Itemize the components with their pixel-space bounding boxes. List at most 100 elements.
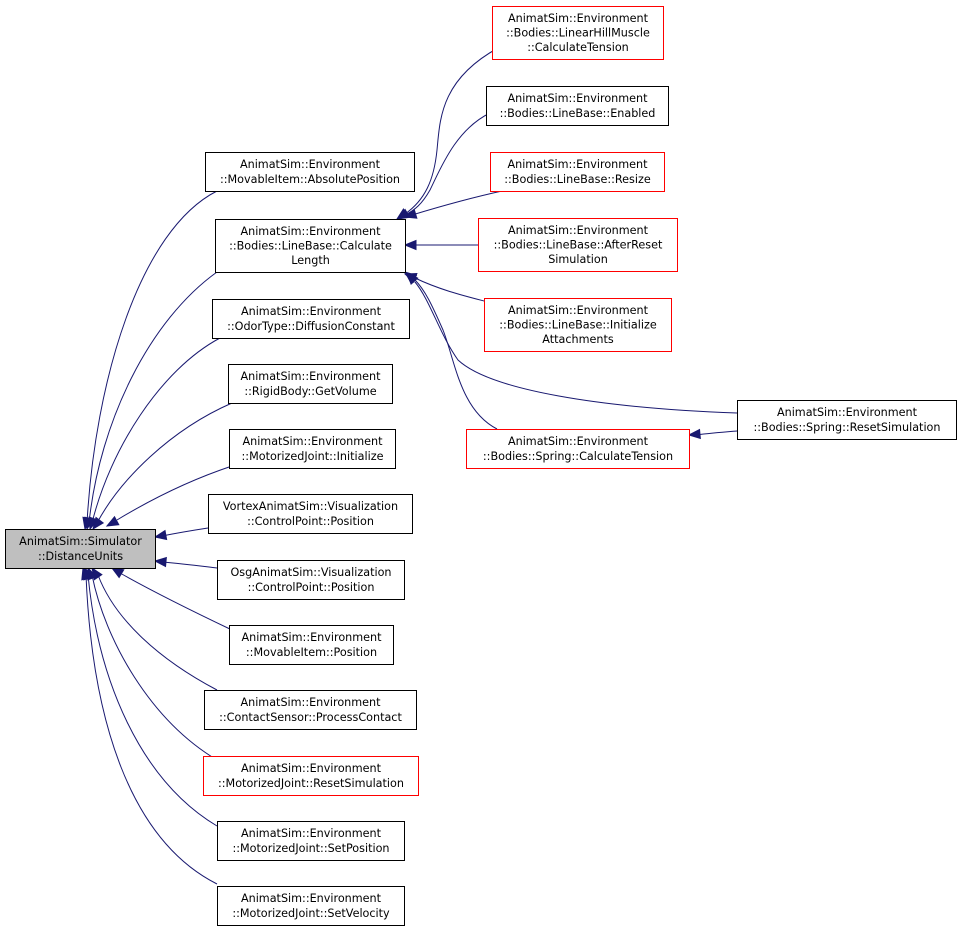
node-label-line: ::ContactSensor::ProcessContact <box>219 711 402 724</box>
edge-line <box>87 574 218 827</box>
node-label-line: ::DistanceUnits <box>38 550 123 563</box>
caller-node-spring-tension[interactable]: AnimatSim::Environment::Bodies::Spring::… <box>466 429 690 469</box>
node-label-line: ::Bodies::LineBase::AfterReset <box>494 239 663 252</box>
arrowhead <box>105 515 120 527</box>
node-box <box>486 86 669 126</box>
arrowhead <box>406 272 419 286</box>
edge-n_mj_reset-to-root <box>87 566 218 761</box>
caller-node-spring-reset[interactable]: AnimatSim::Environment::Bodies::Spring::… <box>737 400 957 440</box>
node-label-line: AnimatSim::Environment <box>508 224 649 237</box>
arrowhead <box>153 529 168 541</box>
edge-line <box>116 465 233 521</box>
caller-node-contact[interactable]: AnimatSim::Environment::ContactSensor::P… <box>204 690 417 730</box>
arrowhead <box>110 567 125 579</box>
node-label-line: ::Bodies::Spring::ResetSimulation <box>753 421 940 434</box>
edge-line <box>161 527 209 537</box>
node-box <box>212 299 410 339</box>
caller-node-mj-init[interactable]: AnimatSim::Environment::MotorizedJoint::… <box>229 429 396 469</box>
node-box <box>215 219 406 273</box>
node-label-line: AnimatSim::Environment <box>240 696 381 709</box>
node-box <box>203 756 419 796</box>
edge-line <box>411 190 503 216</box>
node-label-line: ::MotorizedJoint::SetVelocity <box>232 907 390 920</box>
node-label-line: ::Bodies::LineBase::Resize <box>504 173 651 186</box>
node-label-line: ::ControlPoint::Position <box>248 581 375 594</box>
node-label-line: ::MotorizedJoint::Initialize <box>242 450 384 463</box>
edge-n_mj_setvel-to-root <box>81 566 218 885</box>
arrowhead <box>92 516 105 531</box>
caller-node-lb-afterreset[interactable]: AnimatSim::Environment::Bodies::LineBase… <box>478 218 678 272</box>
node-label-line: AnimatSim::Environment <box>241 827 382 840</box>
edge-line <box>414 281 738 414</box>
arrowhead <box>403 208 418 219</box>
node-label-line: ::Bodies::LinearHillMuscle <box>506 27 650 40</box>
edge-n_spring_reset-to-n_spring_tension <box>687 428 738 440</box>
node-label-line: AnimatSim::Environment <box>240 370 381 383</box>
caller-node-lb-enabled[interactable]: AnimatSim::Environment::Bodies::LineBase… <box>486 86 669 126</box>
node-box <box>217 560 405 600</box>
node-label-line: Length <box>291 254 330 267</box>
node-label-line: ::Bodies::LineBase::Enabled <box>500 107 656 120</box>
edge-line <box>414 279 498 430</box>
caller-node-mi-pos[interactable]: AnimatSim::Environment::MovableItem::Pos… <box>229 625 394 665</box>
edge-n_mj_setpos-to-root <box>83 566 218 827</box>
caller-node-vortex-cp[interactable]: VortexAnimatSim::Visualization::ControlP… <box>208 494 413 534</box>
edge-n_getvolume-to-root <box>92 402 233 531</box>
edge-line <box>88 271 218 524</box>
node-box <box>737 400 957 440</box>
node-box <box>228 364 393 404</box>
current-function-node: AnimatSim::Simulator::DistanceUnits <box>5 529 156 569</box>
node-label-line: AnimatSim::Environment <box>241 762 382 775</box>
edge-line <box>119 572 233 631</box>
node-label-line: AnimatSim::Environment <box>241 305 382 318</box>
node-label-line: AnimatSim::Environment <box>507 92 648 105</box>
edge-n_spring_reset-to-n_calc_len <box>406 272 738 414</box>
caller-node-lhm-tension[interactable]: AnimatSim::Environment::Bodies::LinearHi… <box>492 6 664 60</box>
node-label-line: AnimatSim::Environment <box>241 631 382 644</box>
caller-node-mj-setpos[interactable]: AnimatSim::Environment::MotorizedJoint::… <box>217 821 405 861</box>
edge-n_vortex_cp-to-root <box>153 527 209 541</box>
node-box <box>490 152 665 192</box>
caller-node-mj-reset[interactable]: AnimatSim::Environment::MotorizedJoint::… <box>203 756 419 796</box>
edge-n_osg_cp-to-root <box>153 556 218 569</box>
node-box <box>208 494 413 534</box>
caller-node-lb-resize[interactable]: AnimatSim::Environment::Bodies::LineBase… <box>490 152 665 192</box>
edges-layer <box>81 47 738 885</box>
node-label-line: ::MovableItem::AbsolutePosition <box>220 173 400 186</box>
node-label-line: ::MovableItem::Position <box>246 646 377 659</box>
node-box <box>204 690 417 730</box>
node-box <box>229 625 394 665</box>
node-label-line: AnimatSim::Environment <box>777 406 918 419</box>
edge-line <box>97 574 218 691</box>
caller-node-getvolume[interactable]: AnimatSim::Environment::RigidBody::GetVo… <box>228 364 393 404</box>
edge-line <box>85 574 218 885</box>
caller-node-lb-initattach[interactable]: AnimatSim::Environment::Bodies::LineBase… <box>484 298 672 352</box>
node-box <box>205 152 415 192</box>
node-label-line: VortexAnimatSim::Visualization <box>223 500 398 513</box>
caller-node-mj-setvel[interactable]: AnimatSim::Environment::MotorizedJoint::… <box>217 886 405 926</box>
node-label-line: AnimatSim::Environment <box>241 892 382 905</box>
caller-node-diffusion[interactable]: AnimatSim::Environment::OdorType::Diffus… <box>212 299 410 339</box>
edge-n_lb_resize-to-n_calc_len <box>403 190 503 219</box>
node-label-line: AnimatSim::Simulator <box>19 535 142 548</box>
node-box <box>492 6 664 60</box>
caller-node-calc-len[interactable]: AnimatSim::Environment::Bodies::LineBase… <box>215 219 406 273</box>
node-label-line: ::ControlPoint::Position <box>247 515 374 528</box>
caller-node-osg-cp[interactable]: OsgAnimatSim::Visualization::ControlPoin… <box>217 560 405 600</box>
edge-n_abs_pos-to-root <box>82 190 218 531</box>
node-label-line: AnimatSim::Environment <box>240 225 381 238</box>
node-label-line: AnimatSim::Environment <box>507 158 648 171</box>
node-label-line: ::CalculateTension <box>527 41 629 54</box>
node-label-line: Attachments <box>542 333 614 346</box>
edge-line <box>414 277 489 303</box>
node-box <box>478 218 678 272</box>
arrowhead <box>153 556 167 568</box>
node-box <box>217 821 405 861</box>
edge-line <box>91 574 218 761</box>
node-box <box>229 429 396 469</box>
node-box <box>484 298 672 352</box>
caller-node-abs-pos[interactable]: AnimatSim::Environment::MovableItem::Abs… <box>205 152 415 192</box>
edge-line <box>91 337 221 524</box>
node-label-line: ::Bodies::Spring::CalculateTension <box>483 450 673 463</box>
